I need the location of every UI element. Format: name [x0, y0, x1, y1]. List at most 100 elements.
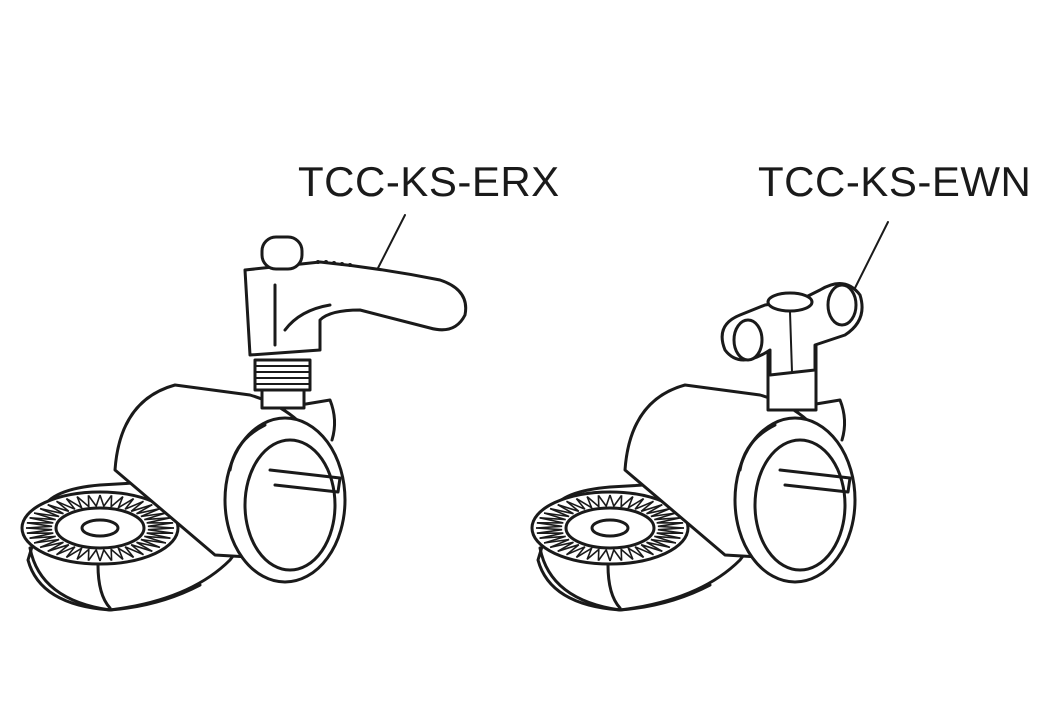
rosette-tooth: [116, 496, 135, 510]
rosette-tooth: [657, 522, 685, 529]
ring-inner-ewn: [753, 438, 847, 572]
base-curve-ewn: [538, 546, 712, 612]
rosette-tooth: [646, 541, 671, 552]
rosette-tooth: [87, 548, 101, 562]
rosette-tooth: [110, 547, 124, 561]
rosette-tooth: [29, 512, 56, 521]
rosette-tooth: [99, 494, 113, 508]
rosette-tooth: [575, 546, 594, 560]
rosette-tooth: [650, 507, 677, 518]
rosette-tooth: [597, 548, 611, 562]
rosette-tooth: [87, 494, 101, 508]
ring-edge-erx: [228, 423, 267, 472]
rosette-tooth: [110, 495, 124, 509]
rosette-tooth: [136, 504, 161, 515]
stud-neck-erx: [260, 388, 306, 410]
lever-handle-erx: [243, 260, 468, 357]
rosette-tooth: [557, 543, 580, 556]
rosette-tooth: [144, 512, 171, 521]
rosette-tooth: [634, 546, 654, 558]
rosette-tooth: [76, 495, 90, 509]
wing-nut-top-ewn: [766, 291, 814, 313]
rosette-tooth: [586, 547, 600, 561]
rosette-tooth: [146, 532, 174, 539]
rosette-tooth: [124, 498, 144, 510]
thread-lines-erx: [254, 365, 311, 385]
rosette-tooth: [609, 494, 623, 508]
wing-right-ewn: [826, 283, 858, 327]
ring-inner-erx: [243, 438, 337, 572]
rosette-tooth: [56, 546, 76, 558]
rosette-tooth: [39, 541, 64, 552]
rosette-tooth: [620, 495, 634, 509]
rosette-tooth: [47, 543, 70, 556]
label-ewn: TCC-KS-EWN: [758, 158, 1032, 205]
rosette-tooth: [144, 535, 171, 544]
rosette-tooth: [634, 498, 654, 510]
rosette-tooth: [29, 535, 56, 544]
rosette-tooth: [39, 504, 64, 515]
rosette-tooth: [33, 507, 60, 518]
rosette-tooth: [535, 527, 563, 534]
rosette-tooth: [586, 495, 600, 509]
wing-left-ewn: [732, 318, 764, 362]
rosette-tooth: [654, 535, 681, 544]
rosette-tooth: [26, 532, 54, 539]
rosette-hole-ewn: [590, 518, 630, 538]
label-erx: TCC-KS-ERX: [298, 158, 560, 205]
rosette-tooth: [147, 522, 175, 529]
clamp-ewn: [530, 221, 889, 612]
ring-edge-ewn: [738, 423, 777, 472]
rosette-tooth: [597, 494, 611, 508]
ring-slot-ewn: [778, 468, 852, 494]
rosette-tooth: [116, 546, 135, 560]
rosette-tooth: [124, 546, 144, 558]
rosette-tooth: [65, 496, 84, 510]
ring-slot-erx: [268, 468, 342, 494]
rosette-tooth: [65, 546, 84, 560]
rosette-tooth: [130, 500, 153, 513]
rosette-tooth: [535, 522, 563, 529]
rosette-tooth: [56, 498, 76, 510]
rosette-tooth: [566, 498, 586, 510]
rosette-tooth: [539, 535, 566, 544]
ring-tab-erx: [298, 398, 337, 442]
leader-line-erx: [376, 214, 406, 271]
rosette-tooth: [146, 517, 174, 524]
rosette-tooth: [539, 512, 566, 521]
threaded-stud-erx: [253, 358, 312, 392]
rosette-hole-erx: [80, 518, 120, 538]
lever-grip-dots-erx: [316, 260, 352, 267]
rosette-tooth: [626, 546, 645, 560]
rosette-tooth: [76, 547, 90, 561]
rosette-tooth: [549, 504, 574, 515]
base-curve-erx: [28, 546, 202, 612]
rosette-tooth: [640, 500, 663, 513]
rosette-tooth: [656, 517, 684, 524]
rosette-tooth: [25, 527, 53, 534]
rosette-tooth: [549, 541, 574, 552]
rosette-tooth: [654, 512, 681, 521]
rosette-tooth: [646, 504, 671, 515]
ring-tab-ewn: [808, 398, 847, 442]
rosette-tooth: [140, 507, 167, 518]
rosette-tooth: [147, 527, 175, 534]
rosette-tooth: [140, 538, 167, 549]
rosette-tooth: [26, 517, 54, 524]
rosette-tooth: [99, 548, 113, 562]
rosette-tooth: [33, 538, 60, 549]
rosette-tooth: [536, 517, 564, 524]
lever-cap-erx: [260, 235, 304, 271]
rosette-tooth: [566, 546, 586, 558]
rosette-tooth: [656, 532, 684, 539]
rosette-tooth: [609, 548, 623, 562]
rosette-tooth: [640, 543, 663, 556]
rosette-tooth: [25, 522, 53, 529]
rosette-tooth: [543, 538, 570, 549]
leader-line-ewn: [852, 221, 889, 293]
rosette-tooth: [136, 541, 161, 552]
rosette-tooth: [543, 507, 570, 518]
rosette-tooth: [657, 527, 685, 534]
